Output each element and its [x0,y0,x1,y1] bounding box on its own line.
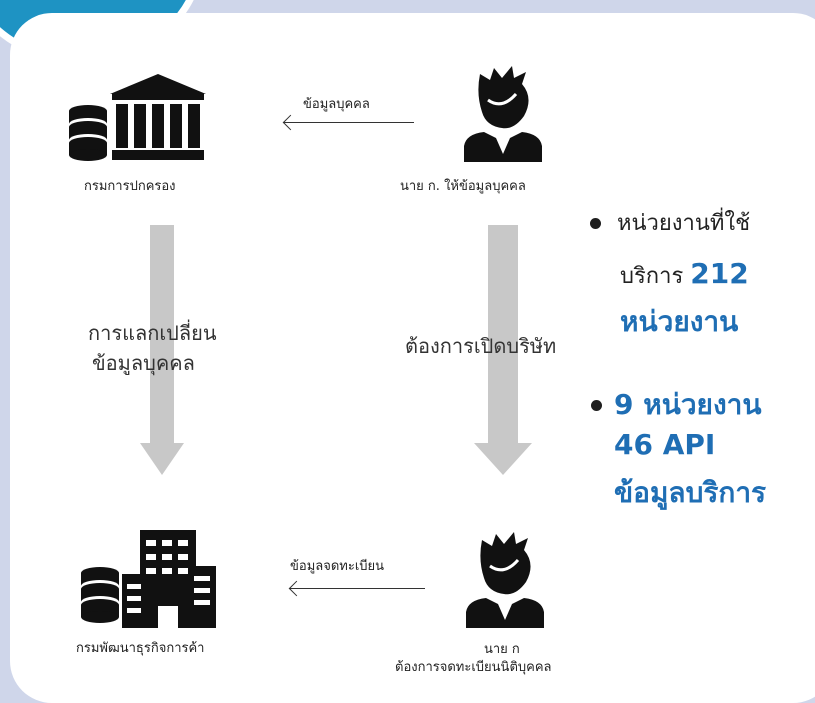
edge-bottom-label: ข้อมูลจดทะเบียน [290,559,385,574]
office-building-icon [122,530,216,628]
stat1-bullet [590,218,601,229]
edge-top-line [284,122,414,123]
edge-bottom-line [290,588,425,589]
edge-right-label: ต้องการเปิดบริษัท [405,334,557,358]
left-down-arrow [140,225,184,475]
stat2-bullet [591,400,602,411]
edge-left-label-line1: การแลกเปลี่ยน [88,321,217,345]
stat2-line1: 9 หน่วยงาน [614,388,762,421]
edge-left-label-line2: ข้อมูลบุคคล [92,351,195,375]
edge-top-label: ข้อมูลบุคคล [303,97,370,112]
database-icon [81,567,119,623]
node-person2-label-line2: ต้องการจดทะเบียนนิติบุคคล [395,660,552,675]
right-down-arrow [474,225,532,475]
node-dopa-label: กรมการปกครอง [84,179,176,194]
stat1-line3: หน่วยงาน [620,305,739,338]
stat1-prefix: บริการ [620,264,691,289]
stat1-line1: หน่วยงานที่ใช้ [617,211,751,236]
node-person1-label: นาย ก. ให้ข้อมูลบุคคล [400,179,526,194]
node-dbd-label: กรมพัฒนาธุรกิจการค้า [76,641,205,656]
database-icon [69,105,107,161]
stat1-line2: บริการ 212 [620,257,749,293]
person-icon [464,66,542,162]
stat2-line2: 46 API [614,428,716,461]
node-person2-label-line1: นาย ก [484,642,520,657]
stat1-number: 212 [690,257,749,290]
government-building-icon [110,74,206,160]
stat2-line3: ข้อมูลบริการ [614,476,767,509]
person-icon [466,532,544,628]
